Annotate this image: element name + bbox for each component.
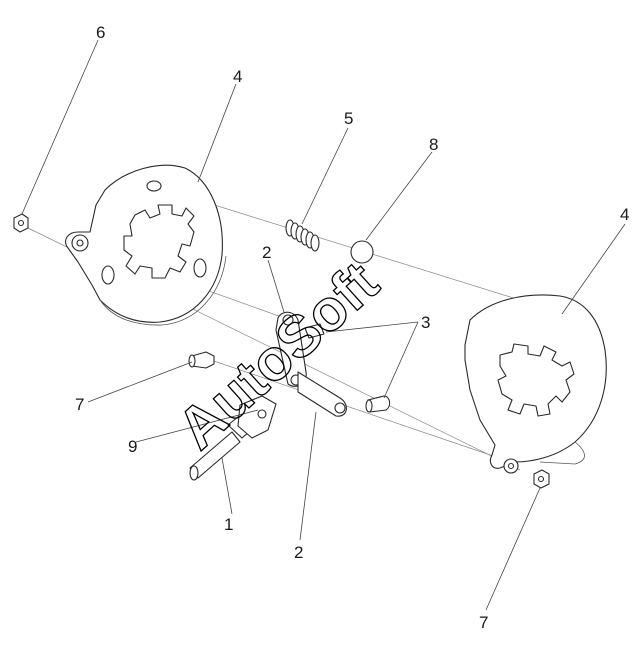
callout-2-top: 2 (262, 243, 271, 262)
callout-3: 3 (421, 313, 430, 332)
callout-5: 5 (344, 109, 353, 128)
callout-1: 1 (224, 515, 233, 534)
callout-8: 8 (429, 135, 438, 154)
nut-right (533, 469, 550, 489)
grease-fitting (188, 351, 215, 369)
callout-labels: 6 4 5 8 4 2 3 7 9 1 2 7 (75, 23, 629, 632)
left-brake-shoe (65, 164, 227, 326)
right-brake-shoe (464, 294, 607, 474)
ball (350, 240, 374, 264)
callout-4-left: 4 (233, 67, 242, 86)
callout-7-left: 7 (75, 395, 84, 414)
pin (365, 395, 391, 413)
callout-9: 9 (128, 437, 137, 456)
callout-2-bottom: 2 (294, 543, 303, 562)
lever-links (275, 311, 347, 417)
cam-shaft (189, 395, 277, 481)
callout-4-right: 4 (620, 205, 629, 224)
nut-left (13, 213, 29, 233)
callout-6: 6 (96, 23, 105, 42)
callout-7-bottom: 7 (479, 613, 488, 632)
leader-lines (21, 39, 626, 611)
return-spring (285, 219, 320, 252)
